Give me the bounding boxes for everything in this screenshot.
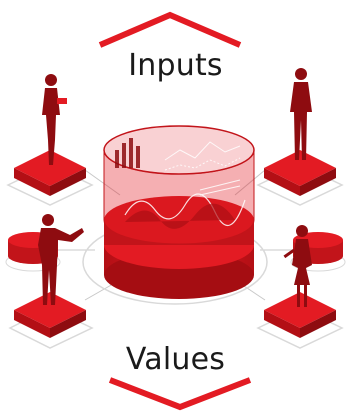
hologram-charts	[115, 138, 246, 229]
person-man-pointing	[38, 214, 84, 305]
person-woman-standing	[283, 225, 312, 307]
platform-top-left	[6, 150, 94, 206]
chevron-down-icon	[108, 377, 252, 411]
chevron-up-icon	[98, 11, 242, 48]
central-data-cylinder	[103, 125, 255, 299]
values-label: Values	[125, 342, 226, 377]
platform-bottom-left	[8, 292, 94, 349]
person-woman-tablet	[42, 74, 67, 165]
platform-bottom-right	[256, 292, 344, 349]
inputs-label: Inputs	[128, 48, 223, 83]
platform-top-right	[256, 150, 344, 206]
person-man-standing	[290, 68, 312, 160]
